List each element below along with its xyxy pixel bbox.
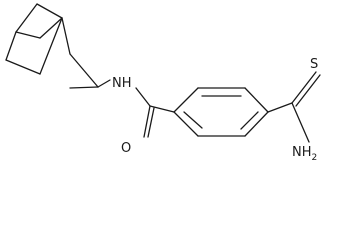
bond bbox=[147, 107, 155, 138]
bond bbox=[69, 53, 99, 88]
bond bbox=[295, 74, 321, 107]
bond bbox=[39, 17, 63, 75]
bond bbox=[149, 105, 175, 113]
atom-nh2-label: NH2 bbox=[292, 145, 317, 163]
bond bbox=[39, 17, 63, 39]
bond bbox=[244, 111, 269, 137]
amide-linker bbox=[135, 87, 175, 138]
thioamide bbox=[267, 71, 321, 143]
atom-o-label: O bbox=[121, 141, 131, 156]
bond bbox=[5, 31, 17, 61]
bond bbox=[173, 111, 199, 137]
atom-nh2-subscript: 2 bbox=[312, 153, 318, 163]
bond bbox=[5, 59, 41, 75]
benzene-ring bbox=[173, 87, 269, 137]
bond bbox=[36, 3, 63, 19]
bond bbox=[173, 87, 199, 113]
bond bbox=[291, 71, 317, 104]
bond bbox=[97, 79, 111, 88]
bond bbox=[69, 86, 99, 89]
chemical-structure: NH O S NH2 bbox=[5, 3, 321, 163]
bond bbox=[61, 17, 71, 55]
atom-nh-label: NH bbox=[112, 76, 132, 91]
atom-s-label: S bbox=[310, 57, 318, 72]
ethyl-linker bbox=[69, 53, 111, 89]
norbornane-cage bbox=[5, 3, 71, 75]
bond bbox=[183, 111, 203, 129]
bond bbox=[15, 3, 38, 33]
bond bbox=[240, 111, 259, 130]
bond bbox=[15, 31, 41, 39]
bond bbox=[135, 87, 151, 107]
bond bbox=[244, 87, 269, 113]
bond bbox=[143, 105, 151, 138]
atom-nh2-main: NH bbox=[292, 145, 312, 160]
bond bbox=[291, 102, 310, 143]
bond bbox=[267, 102, 293, 113]
